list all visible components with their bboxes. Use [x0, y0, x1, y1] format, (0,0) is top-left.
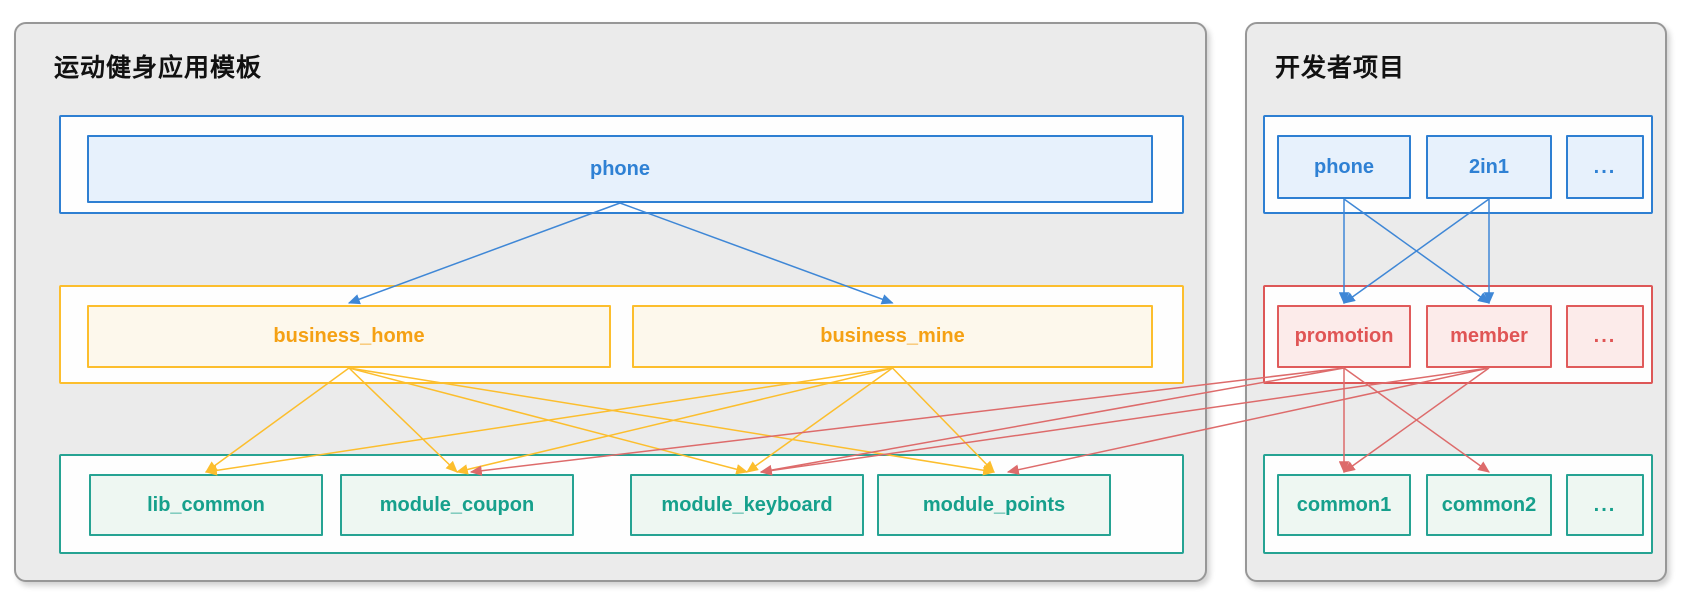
node-module-coupon: module_coupon [340, 474, 574, 536]
node-member: member [1426, 305, 1552, 368]
template-app-panel: 运动健身应用模板 phone business_home business_mi… [14, 22, 1207, 582]
node-commons-ellipsis: ... [1566, 474, 1644, 536]
template-panel-title: 运动健身应用模板 [54, 54, 263, 82]
developer-project-panel: 开发者项目 phone 2in1 ... promotion member ..… [1245, 22, 1667, 582]
node-business-mine: business_mine [632, 305, 1153, 368]
node-lib-common: lib_common [89, 474, 323, 536]
node-common1: common1 [1277, 474, 1411, 536]
node-module-keyboard: module_keyboard [630, 474, 864, 536]
node-module-points: module_points [877, 474, 1111, 536]
developer-panel-title: 开发者项目 [1275, 54, 1406, 82]
node-business-home: business_home [87, 305, 611, 368]
node-promotion: promotion [1277, 305, 1411, 368]
node-phone-developer: phone [1277, 135, 1411, 199]
node-2in1: 2in1 [1426, 135, 1552, 199]
node-business-ellipsis: ... [1566, 305, 1644, 368]
node-phone-template: phone [87, 135, 1153, 203]
node-entry-ellipsis: ... [1566, 135, 1644, 199]
node-common2: common2 [1426, 474, 1552, 536]
